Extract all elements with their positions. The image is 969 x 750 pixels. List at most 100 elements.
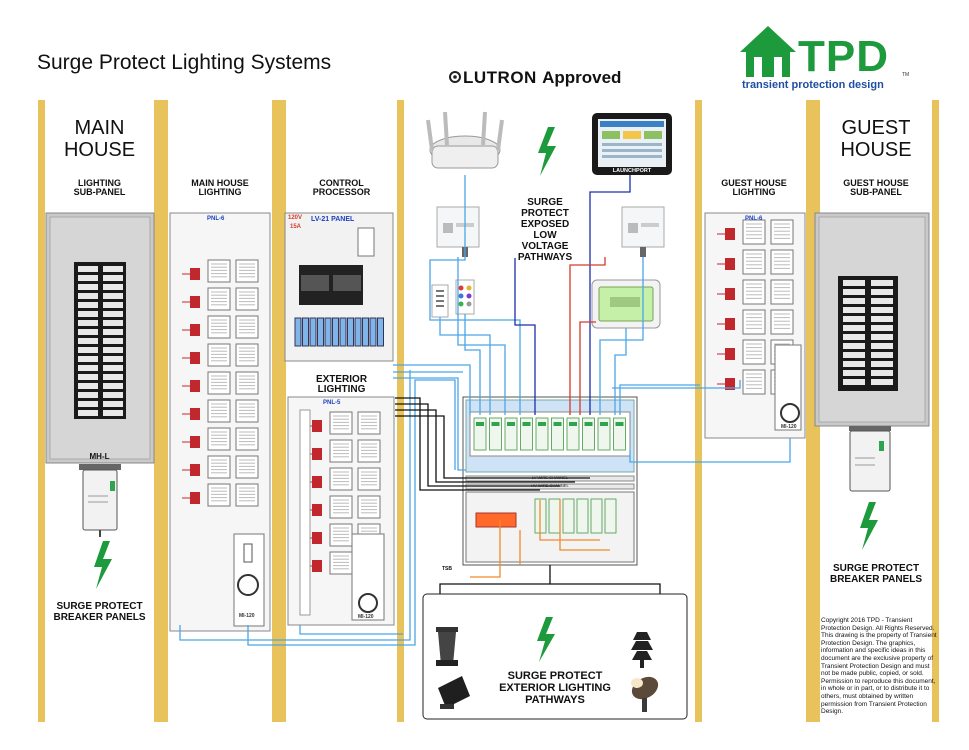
breaker	[871, 352, 893, 358]
dimmer-module	[207, 427, 231, 451]
dimmer-module	[235, 287, 259, 311]
lv-module-led	[476, 422, 484, 426]
dimmer-module	[329, 411, 353, 435]
hv-module	[590, 498, 603, 534]
lv-module-led	[507, 422, 515, 426]
red-breaker	[190, 492, 200, 504]
dimmer-module	[235, 455, 259, 479]
breaker	[78, 302, 98, 308]
lv21-panel	[284, 212, 394, 362]
lightning-bolt-icon	[538, 127, 556, 176]
breaker	[78, 410, 98, 416]
breaker	[103, 401, 123, 407]
hv-module	[548, 498, 561, 534]
exterior-caption-line3: PATHWAYS	[525, 694, 585, 706]
red-breaker	[725, 318, 735, 330]
breaker	[78, 329, 98, 335]
breaker	[103, 338, 123, 344]
pagoda-light	[631, 632, 653, 668]
breaker	[871, 280, 893, 286]
dimmer-module	[329, 551, 353, 575]
breaker	[103, 320, 123, 326]
breaker	[103, 356, 123, 362]
color-keypad	[455, 279, 475, 315]
terminal-block	[324, 317, 332, 347]
main-lighting-meter-label: MI-120	[239, 613, 255, 619]
dimmer-module	[357, 467, 381, 491]
breaker	[78, 266, 98, 272]
control-line1: CONTROL	[319, 178, 364, 188]
guest-house-title-line2: HOUSE	[840, 139, 912, 161]
terminal-block	[362, 317, 369, 347]
red-breaker	[725, 348, 735, 360]
breaker	[103, 284, 123, 290]
dimmer-module	[235, 259, 259, 283]
copyright-notice: Copyright 2016 TPD - Transient Protectio…	[821, 617, 937, 716]
breaker	[103, 293, 123, 299]
wire-right-controller	[599, 257, 644, 415]
hv-module	[562, 498, 575, 534]
lv-caption-line2: PROTECT	[521, 208, 569, 219]
pnl5-label: PNL-5	[323, 400, 341, 406]
main-house-title-line1: MAIN	[74, 117, 125, 139]
dimmer-module	[235, 427, 259, 451]
dimmer-module	[357, 439, 381, 463]
breaker	[843, 298, 865, 304]
red-breaker	[725, 288, 735, 300]
main-breaker-panel	[45, 212, 155, 464]
wire-cp-3	[393, 377, 466, 471]
terminal-block	[377, 317, 384, 347]
breaker	[843, 280, 865, 286]
left-controller-box	[436, 206, 480, 257]
breaker	[78, 365, 98, 371]
lutron-logo: LUTRON Approved	[463, 68, 621, 88]
terminal-block	[354, 317, 362, 347]
hv-module	[576, 498, 589, 534]
inground-light	[436, 627, 458, 666]
red-breaker	[312, 448, 322, 460]
dimmer-module	[357, 495, 381, 519]
terminal-block	[332, 317, 339, 347]
lv-caption-line1: SURGE	[527, 197, 563, 208]
pnl5-meter-label: MI-120	[358, 614, 374, 620]
terminal-block	[302, 317, 309, 347]
hv-module	[604, 498, 617, 534]
main-house-spd-device	[79, 464, 121, 537]
guest-caption-line1: SURGE PROTECT	[832, 563, 920, 574]
exterior-lighting-line1: EXTERIOR	[315, 374, 368, 385]
tsb-label: TSB	[442, 566, 452, 572]
tpd-wordmark: TPD	[798, 32, 889, 81]
terminal-block	[294, 317, 302, 347]
dimmer-module	[329, 523, 353, 547]
wire-red-2	[579, 321, 596, 415]
wire-ap	[429, 175, 521, 415]
lv-module-led	[615, 422, 624, 426]
red-breaker	[312, 476, 322, 488]
mh-l-label: MH-L	[89, 452, 110, 461]
lightning-bolt-icon	[860, 502, 878, 550]
lv21-panel-label: LV-21 PANEL	[311, 216, 355, 223]
breaker	[103, 275, 123, 281]
breaker	[871, 289, 893, 295]
breaker	[78, 383, 98, 389]
wire-ext-4	[395, 415, 590, 479]
breaker	[78, 293, 98, 299]
red-breaker	[312, 532, 322, 544]
right-controller-box	[621, 206, 665, 257]
breaker	[103, 383, 123, 389]
tpd-tagline: transient protection design	[742, 79, 884, 91]
red-breaker	[312, 504, 322, 516]
main-caption-line1: SURGE PROTECT	[56, 601, 143, 612]
wire-tsb	[470, 520, 501, 578]
guest-lighting-panel-label: PNL-6	[745, 216, 763, 222]
breaker	[843, 316, 865, 322]
breaker	[871, 316, 893, 322]
breaker	[871, 370, 893, 376]
wire-guest-2	[629, 438, 791, 463]
breaker	[871, 343, 893, 349]
wire-thermostat	[614, 328, 627, 415]
breaker	[843, 307, 865, 313]
dimmer-module	[329, 439, 353, 463]
breaker	[78, 338, 98, 344]
